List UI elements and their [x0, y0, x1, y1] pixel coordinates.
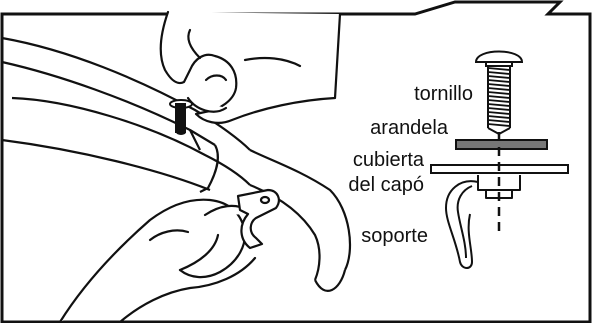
label-washer: arandela: [370, 117, 449, 139]
washer-part: [455, 139, 548, 150]
label-cover-line2: del capó: [348, 174, 424, 196]
clip-in-hand: [236, 188, 280, 250]
label-screw: tornillo: [414, 83, 473, 105]
label-bracket: soporte: [361, 225, 428, 247]
hand-inserting-screw: [159, 10, 342, 124]
bracket-part: [445, 175, 521, 269]
screw-part: [474, 50, 524, 136]
hand-placing-clip: [58, 198, 262, 323]
label-cover-line1: cubierta: [353, 149, 425, 171]
screw-in-hood: [169, 99, 193, 135]
